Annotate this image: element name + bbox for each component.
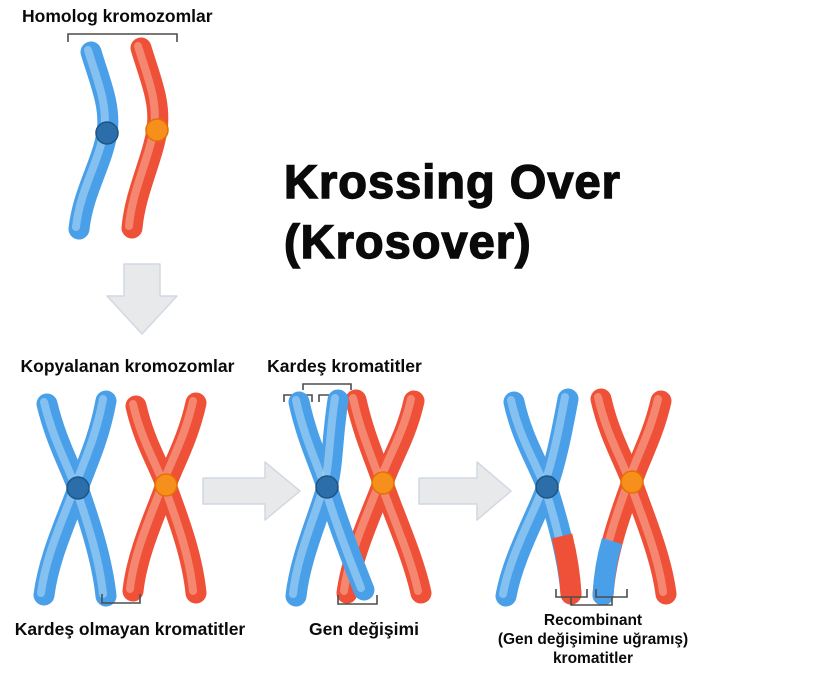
bracket-homolog [67, 33, 178, 42]
recombinant-chromosome-red [590, 388, 677, 606]
homolog-pair [67, 33, 178, 240]
arrow-right-icon [418, 461, 512, 521]
homolog-chromosome-blue [68, 41, 119, 240]
arrow-down-icon [106, 263, 178, 335]
label-kardes-olmayan-kromatitler: Kardeş olmayan kromatitler [14, 619, 246, 639]
duplicated-chromosome-red [122, 392, 207, 604]
centromere-blue [315, 475, 339, 499]
centromere-blue [66, 476, 90, 500]
recombinant-line-2: (Gen değişimine uğramış) [497, 631, 689, 648]
centromere-orange [145, 118, 169, 142]
recombinant-red-tip [560, 583, 582, 605]
bracket-recombinant-wide [570, 597, 613, 606]
centromere-orange [620, 470, 644, 494]
duplicated-pair [33, 390, 207, 607]
label-homolog-kromozomlar: Homolog kromozomlar [22, 6, 213, 26]
title-line-1: Krossing Over [283, 154, 621, 208]
recombinant-pair [495, 388, 677, 607]
crossing-chromosome-blue [285, 389, 375, 607]
centromere-orange [154, 473, 178, 497]
bracket-non-sister [101, 594, 141, 604]
recombinant-chromosome-blue [495, 388, 582, 607]
label-gen-degisimi: Gen değişimi [309, 619, 419, 639]
bracket-gene-exchange [337, 595, 378, 605]
homolog-chromosome-red [121, 37, 169, 239]
bracket-sister-wide [302, 383, 352, 390]
centromere-blue [95, 121, 119, 145]
arrow-right-icon [202, 461, 301, 521]
page-title: Krossing Over (Krosover) [283, 152, 621, 272]
label-kopyalanan-kromozomlar: Kopyalanan kromozomlar [20, 356, 235, 376]
centromere-blue [535, 475, 559, 499]
centromere-orange [371, 471, 395, 495]
recombinant-line-1: Recombinant [543, 612, 643, 629]
title-line-2: (Krosover) [283, 214, 532, 268]
duplicated-chromosome-blue [33, 390, 117, 607]
crossing-pair [283, 383, 432, 607]
recombinant-blue-tip [592, 584, 614, 606]
label-recombinant: Recombinant (Gen değişimine uğramış) kro… [468, 611, 718, 668]
recombinant-line-3: kromatitler [552, 650, 634, 667]
label-kardes-kromatitler: Kardeş kromatitler [267, 356, 422, 376]
